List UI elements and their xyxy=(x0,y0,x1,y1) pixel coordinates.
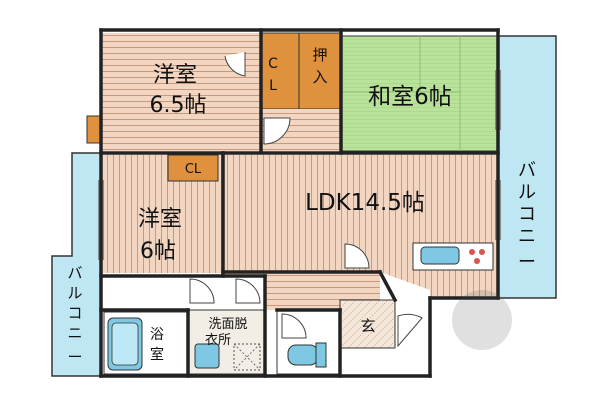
bathroom-label-1: 浴 xyxy=(150,327,164,343)
entrance-label: 玄 xyxy=(360,317,375,335)
closet-2 xyxy=(167,154,219,182)
closet-1-label-l: L xyxy=(269,78,277,94)
western-room-1 xyxy=(101,33,261,151)
western-room-2-size: 6帖 xyxy=(140,239,176,264)
svg-text:ル: ル xyxy=(518,182,536,203)
toilet xyxy=(287,344,319,366)
western-room-2-name: 洋室 xyxy=(138,207,182,232)
lower-hallway xyxy=(223,272,380,310)
balcony-right xyxy=(497,35,557,299)
windows xyxy=(98,70,501,260)
bathroom-label-2: 室 xyxy=(150,346,164,363)
closet-1-label-c: C xyxy=(268,56,278,72)
svg-text:ー: ー xyxy=(518,252,536,273)
washing-machine-space xyxy=(233,343,261,371)
watermark-logo xyxy=(452,290,512,350)
svg-text:ル: ル xyxy=(67,284,82,302)
stove-burner xyxy=(479,249,485,255)
oshiire-label-1: 押 xyxy=(312,46,327,64)
western-room-1-size: 6.5帖 xyxy=(150,93,207,118)
closet-2-label: CL xyxy=(185,162,202,177)
wash-basin xyxy=(194,343,220,369)
svg-text:コ: コ xyxy=(67,304,82,322)
svg-text:ニ: ニ xyxy=(518,226,536,247)
balcony-right-label: バ ル コ ニ ー xyxy=(518,160,536,273)
oshiire-label-2: 入 xyxy=(312,68,327,86)
ldk-label: LDK14.5帖 xyxy=(305,190,425,216)
washroom-label-1: 洗面脱 xyxy=(208,317,247,332)
door-swings xyxy=(189,52,423,348)
balcony-left-label: バ ル コ ニ ー xyxy=(67,264,82,366)
svg-text:ー: ー xyxy=(67,348,82,366)
kitchen-sink xyxy=(420,246,460,265)
svg-text:ニ: ニ xyxy=(67,324,82,342)
stove-burner xyxy=(474,258,480,264)
japanese-room-label: 和室6帖 xyxy=(368,84,452,110)
washroom-label-2: 衣所 xyxy=(205,332,231,348)
svg-text:バ: バ xyxy=(518,160,536,181)
walls xyxy=(99,28,500,378)
svg-text:コ: コ xyxy=(518,204,536,225)
western-room-1-name: 洋室 xyxy=(153,63,197,88)
wall-protrusion xyxy=(86,115,102,144)
stove-burner xyxy=(469,249,475,255)
svg-text:バ: バ xyxy=(67,264,82,282)
closet-1 xyxy=(260,32,300,110)
